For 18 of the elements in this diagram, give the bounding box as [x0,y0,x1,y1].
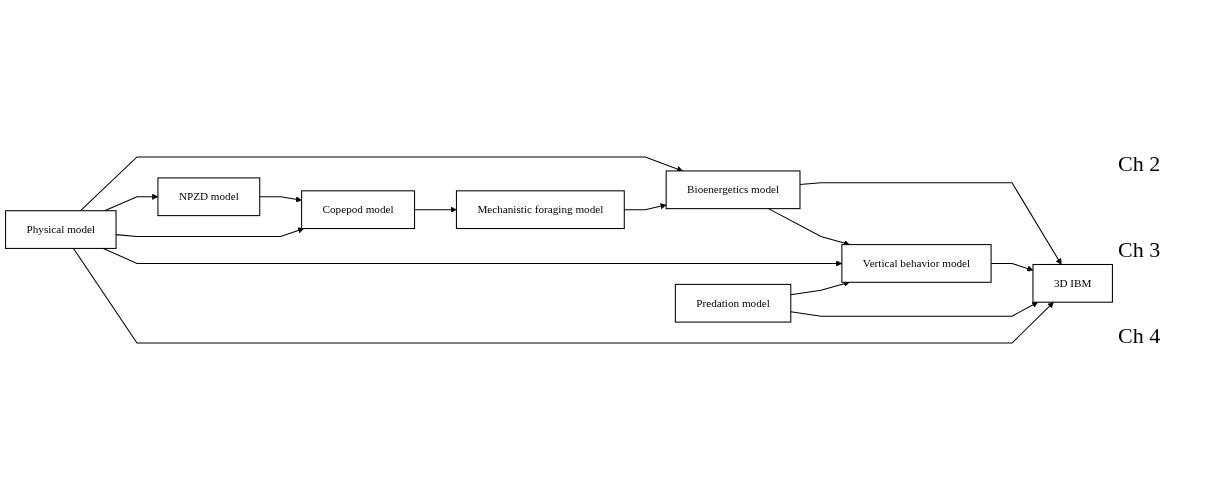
node-box: Predation model [674,283,792,323]
node-box: NPZD model [157,177,261,217]
arrow [790,301,1039,317]
node-box: Bioenergetics model [665,170,801,210]
chapter-label: Ch 3 [1118,237,1162,263]
arrow [414,206,457,213]
chapter-label: Ch 4 [1118,323,1162,349]
arrow [799,182,1062,265]
arrow [259,196,302,203]
chapter-label: Ch 2 [1118,151,1162,177]
node-box: Copepod model [301,190,416,230]
node-box: Mechanistic foraging model [455,190,625,230]
node-box: Vertical behavior model [841,244,992,283]
node-box: Physical model [5,210,117,249]
node-box: 3D IBM [1032,263,1113,303]
arrow [790,280,850,296]
arrow [72,247,1054,344]
arrow [80,156,683,212]
